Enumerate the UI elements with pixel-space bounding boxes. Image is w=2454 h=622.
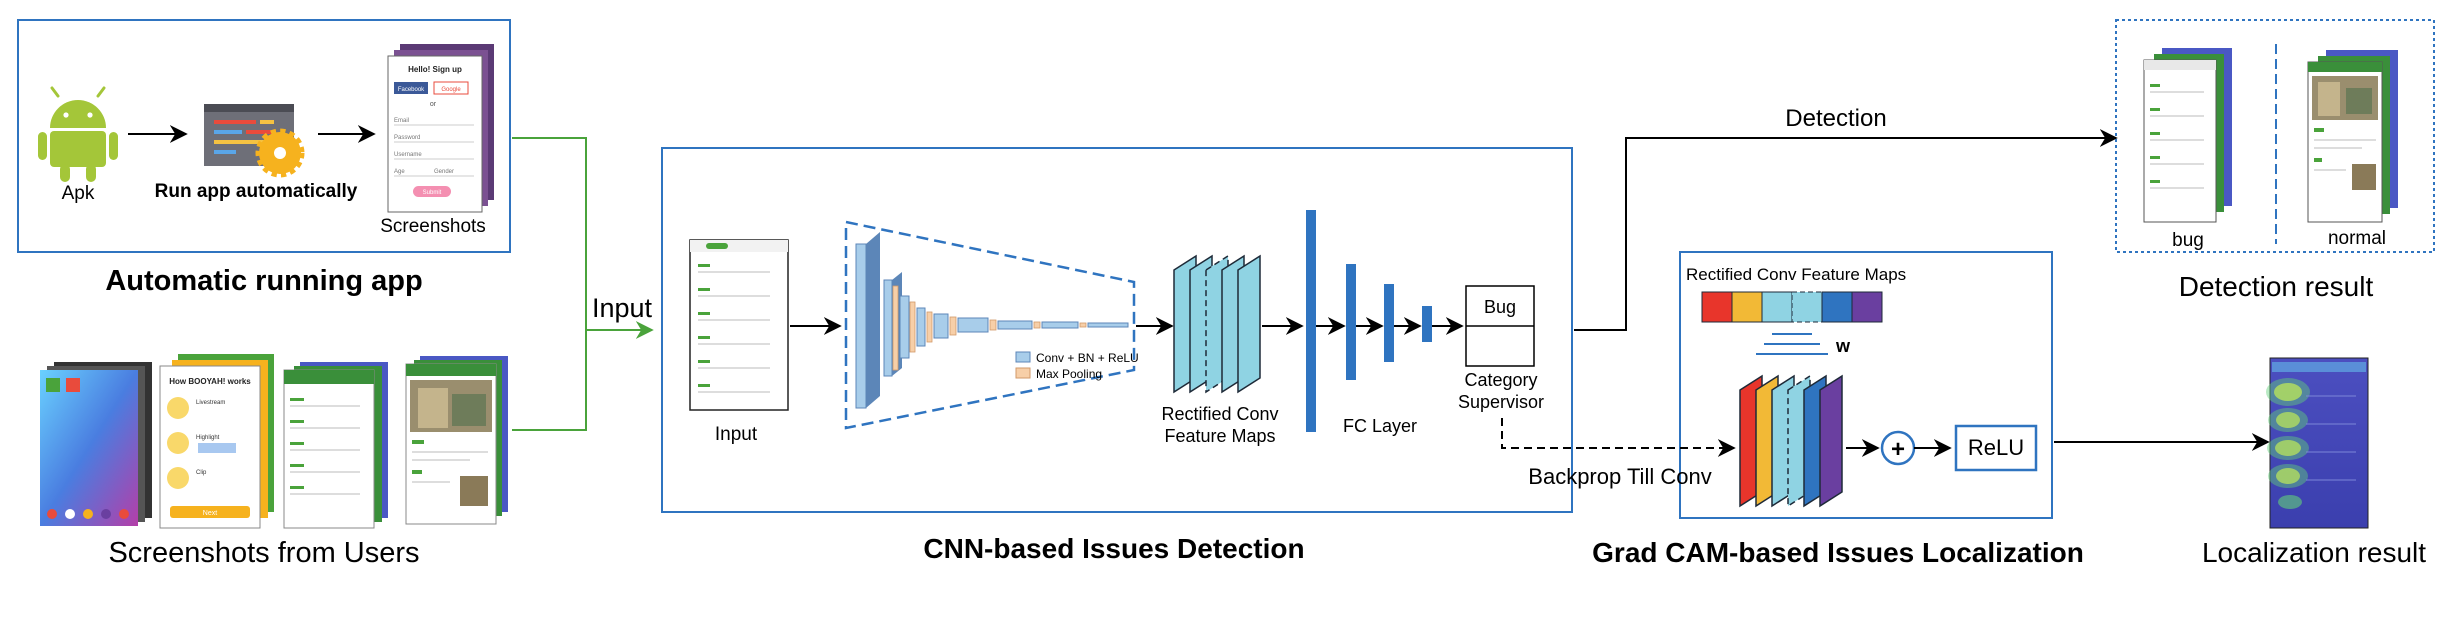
conv-stack-boundary bbox=[844, 220, 1136, 430]
backprop-arrow bbox=[1501, 418, 1736, 457]
bug-screenshot-stack bbox=[2143, 48, 2232, 223]
category-supervisor: Bug bbox=[1465, 285, 1535, 367]
w-label: w bbox=[1835, 336, 1851, 356]
detection-arrow bbox=[1574, 129, 2118, 331]
facebook-label: Facebook bbox=[398, 87, 425, 93]
booyah-header: How BOOYAH! works bbox=[169, 377, 251, 386]
backprop-label: Backprop Till Conv bbox=[1528, 464, 1711, 489]
running-app-title: Automatic running app bbox=[105, 265, 422, 297]
signup-field-username: Username bbox=[394, 152, 422, 158]
cnn-title: CNN-based Issues Detection bbox=[923, 533, 1304, 564]
user-screenshots: How BOOYAH! works Livestream Highlight C… bbox=[40, 354, 508, 529]
screenshots-label: Screenshots bbox=[380, 216, 486, 237]
user-screenshot-home bbox=[40, 362, 152, 526]
normal-result-label: normal bbox=[2328, 228, 2386, 249]
feature-maps bbox=[1173, 254, 1261, 394]
gradcam-title: Grad CAM-based Issues Localization bbox=[1592, 537, 2084, 568]
signup-title: Hello! Sign up bbox=[408, 65, 462, 74]
bug-result-label: bug bbox=[2172, 230, 2204, 251]
conv-layers bbox=[855, 232, 1129, 409]
user-screenshot-photo bbox=[405, 356, 508, 525]
booyah-next: Next bbox=[203, 510, 217, 517]
input-connector bbox=[512, 137, 654, 431]
or-label: or bbox=[430, 101, 437, 108]
signup-field-age: Age bbox=[394, 169, 405, 175]
bug-box-label: Bug bbox=[1484, 297, 1516, 317]
detection-arrow-label: Detection bbox=[1785, 105, 1886, 132]
relu-label: ReLU bbox=[1968, 435, 2024, 460]
signup-field-gender: Gender bbox=[434, 169, 454, 175]
category-label-2: Supervisor bbox=[1458, 392, 1544, 412]
android-icon bbox=[38, 86, 118, 182]
run-app-label: Run app automatically bbox=[155, 181, 358, 202]
category-label-1: Category bbox=[1464, 370, 1537, 390]
booyah-item-livestream: Livestream bbox=[196, 400, 225, 406]
cnn-input-screenshot bbox=[689, 239, 789, 411]
detection-result-section: bug normal bbox=[2115, 19, 2435, 253]
weighted-feature-maps bbox=[1739, 374, 1843, 508]
submit-label: Submit bbox=[423, 190, 442, 196]
gear-icon bbox=[255, 128, 305, 178]
fc-layers bbox=[1306, 210, 1464, 432]
google-label: Google bbox=[441, 87, 461, 93]
legend-conv-label: Conv + BN + ReLU bbox=[1036, 351, 1139, 365]
cnn-section: Input Conv + BN + ReLU bbox=[661, 147, 1573, 513]
booyah-item-highlight: Highlight bbox=[196, 435, 220, 441]
gradcam-maps-label: Rectified Conv Feature Maps bbox=[1686, 265, 1906, 284]
booyah-item-clip: Clip bbox=[196, 470, 207, 476]
running-app-section: Apk Run app automatically Hello! Sign up bbox=[17, 19, 511, 253]
screenshot-stack: Hello! Sign up Facebook Google or Email … bbox=[387, 44, 494, 213]
weight-lines bbox=[1756, 333, 1828, 355]
detection-result-title: Detection result bbox=[2179, 271, 2374, 302]
cnn-input-label: Input bbox=[715, 424, 758, 445]
users-title: Screenshots from Users bbox=[108, 537, 419, 569]
plus-label: + bbox=[1891, 436, 1905, 463]
detection-result-frame bbox=[2115, 19, 2435, 253]
feature-maps-label-1: Rectified Conv bbox=[1161, 404, 1278, 424]
signup-field-password: Password bbox=[394, 135, 420, 141]
running-app-frame bbox=[17, 19, 511, 253]
feature-maps-label-2: Feature Maps bbox=[1164, 426, 1275, 446]
input-arrow-label: Input bbox=[592, 293, 653, 323]
gradcam-frame bbox=[1679, 251, 2053, 519]
user-screenshot-list bbox=[283, 362, 388, 529]
normal-screenshot-stack bbox=[2307, 50, 2398, 223]
relu-box bbox=[1954, 424, 2038, 472]
localization-title: Localization result bbox=[2202, 537, 2426, 568]
signup-field-email: Email bbox=[394, 118, 409, 124]
cnn-frame bbox=[661, 147, 1573, 513]
apk-label: Apk bbox=[62, 183, 95, 204]
user-screenshot-booyah: How BOOYAH! works Livestream Highlight C… bbox=[159, 354, 274, 529]
conv-legend: Conv + BN + ReLU Max Pooling bbox=[1015, 351, 1139, 381]
localization-screenshot bbox=[2266, 357, 2369, 529]
legend-pool-label: Max Pooling bbox=[1036, 367, 1102, 381]
weight-strip bbox=[1701, 291, 1883, 323]
fc-label: FC Layer bbox=[1343, 416, 1417, 436]
gradcam-section: Rectified Conv Feature Maps w + bbox=[1679, 251, 2053, 519]
